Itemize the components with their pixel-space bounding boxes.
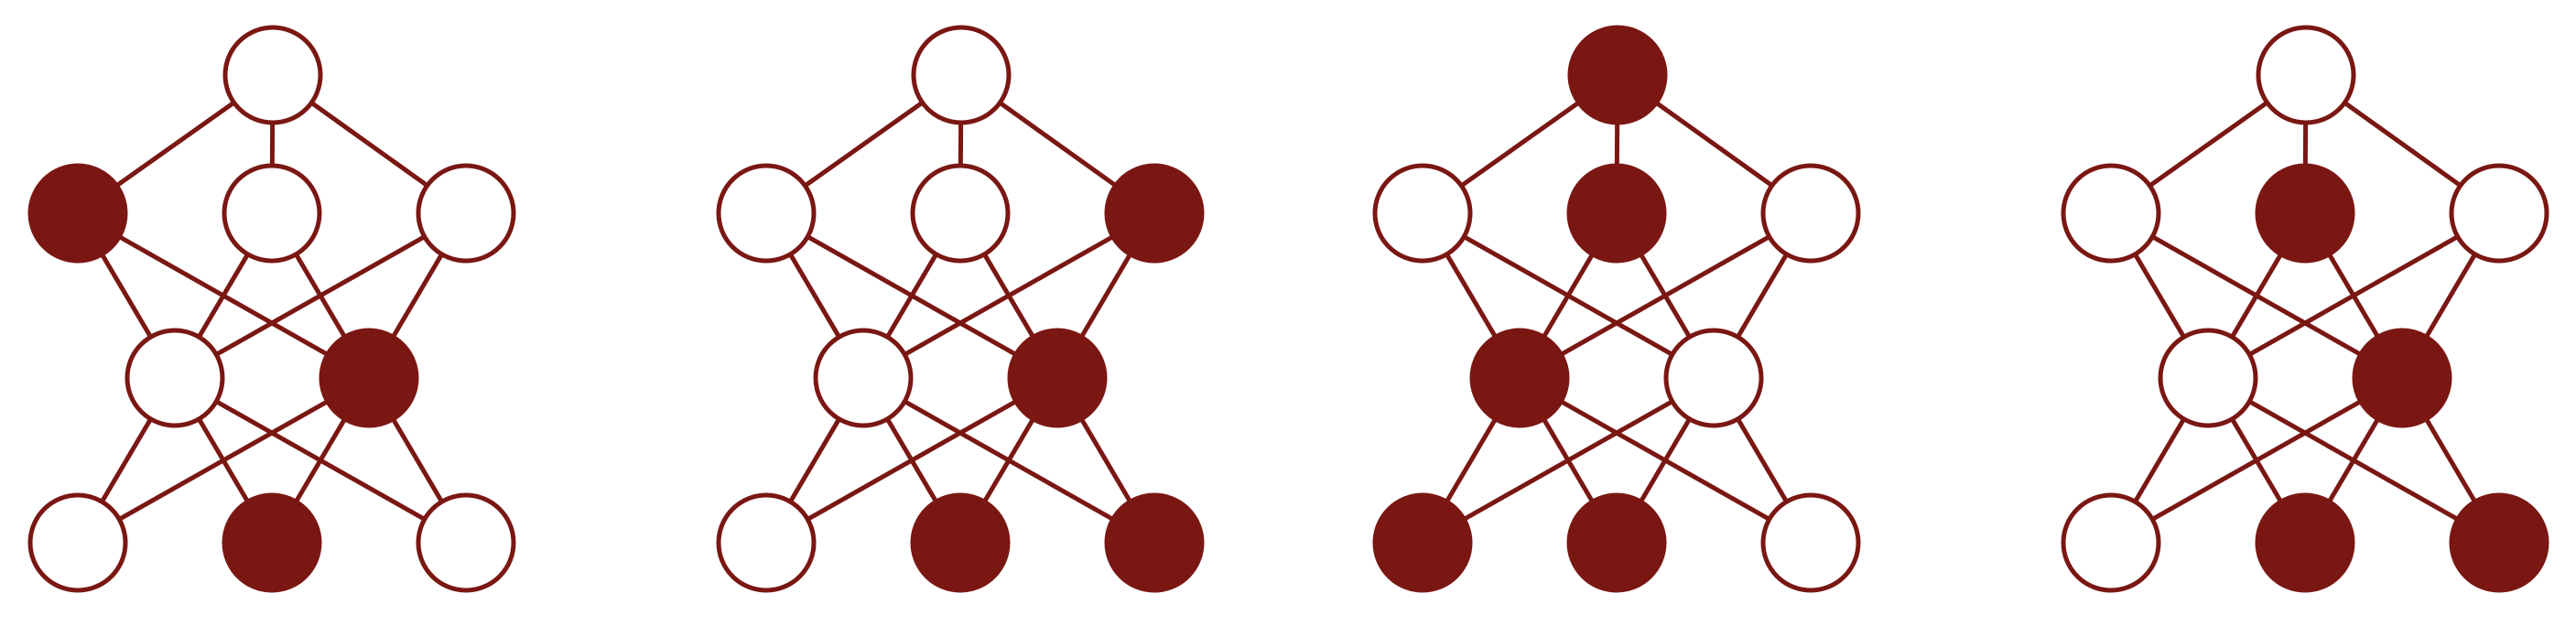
node-mid-center-filled: [1566, 163, 1667, 264]
node-bottom-right-filled: [2449, 492, 2549, 593]
node-inner-left-empty: [124, 328, 225, 428]
node-bottom-left-empty: [2061, 492, 2161, 593]
node-mid-right-filled: [1104, 163, 1205, 264]
node-inner-left-filled: [1469, 328, 1570, 428]
node-inner-right-empty: [1663, 328, 1764, 428]
edge-inner-right-bottom-left: [76, 375, 371, 545]
node-bottom-center-filled: [2255, 492, 2355, 593]
edge-mid-right-inner-left: [861, 210, 1156, 381]
node-top-empty: [911, 25, 1012, 125]
node-mid-right-empty: [1760, 163, 1861, 264]
node-inner-left-empty: [813, 328, 914, 428]
node-inner-right-filled: [2352, 328, 2452, 428]
node-mid-left-empty: [2061, 163, 2161, 264]
edge-mid-right-inner-left: [1518, 210, 1813, 381]
node-top-empty: [222, 25, 323, 125]
node-mid-right-empty: [2449, 163, 2549, 264]
edge-mid-right-inner-left: [173, 210, 468, 381]
node-bottom-center-filled: [222, 492, 322, 593]
node-bottom-left-empty: [716, 492, 817, 593]
node-mid-right-empty: [416, 163, 516, 264]
node-mid-left-empty: [1372, 163, 1473, 264]
node-bottom-right-empty: [416, 492, 516, 593]
node-bottom-left-filled: [1372, 492, 1473, 593]
edge-inner-right-bottom-left: [1421, 375, 1716, 545]
node-top-filled: [1567, 25, 1668, 125]
edge-inner-right-bottom-left: [2109, 375, 2404, 545]
node-inner-right-filled: [1007, 328, 1108, 428]
node-inner-left-empty: [2158, 328, 2258, 428]
node-top-empty: [2256, 25, 2356, 125]
node-mid-center-empty: [222, 163, 322, 264]
node-mid-left-filled: [27, 163, 128, 264]
node-mid-left-empty: [716, 163, 817, 264]
panel-4: [2061, 25, 2549, 593]
panel-1: [27, 25, 516, 593]
node-bottom-center-filled: [910, 492, 1011, 593]
node-bottom-left-empty: [27, 492, 128, 593]
node-bottom-center-filled: [1566, 492, 1667, 593]
node-mid-center-filled: [2255, 163, 2355, 264]
node-bottom-right-empty: [1760, 492, 1861, 593]
node-mid-center-empty: [910, 163, 1011, 264]
node-bottom-right-filled: [1104, 492, 1205, 593]
panel-2: [716, 25, 1205, 593]
panel-3: [1372, 25, 1861, 593]
node-inner-right-filled: [319, 328, 419, 428]
edge-mid-right-inner-left: [2206, 210, 2501, 381]
edge-inner-right-bottom-left: [764, 375, 1059, 545]
